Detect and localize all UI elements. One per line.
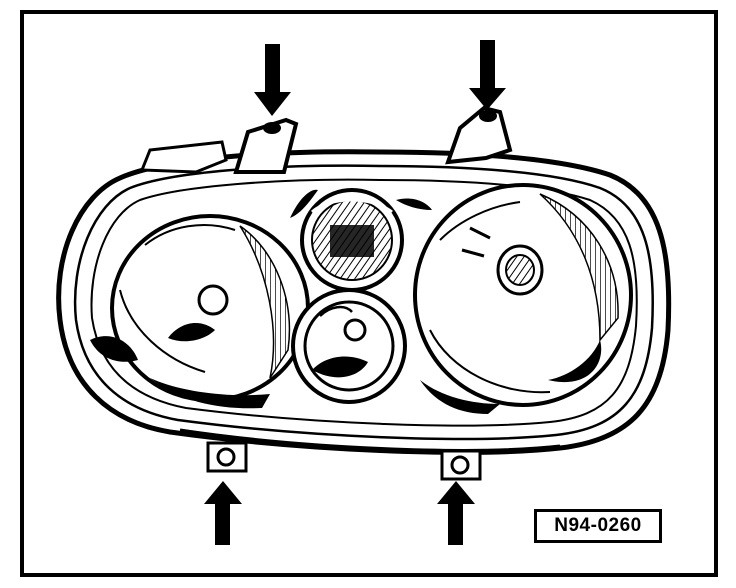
lower-right-mount <box>440 449 482 481</box>
headlight-housing <box>56 149 672 455</box>
figure-reference-label: N94-0260 <box>534 509 662 543</box>
arrow-down-icon <box>254 44 291 116</box>
arrow-up-icon <box>437 481 475 545</box>
upper-left-bracket <box>139 117 299 174</box>
right-lamp <box>413 183 633 407</box>
lower-left-mount <box>206 441 248 473</box>
upper-right-bracket <box>445 105 513 165</box>
top-center-lamp <box>300 188 404 292</box>
arrow-up-icon <box>204 481 242 545</box>
left-lamp <box>90 214 310 402</box>
frame-border <box>20 10 718 577</box>
arrow-down-icon <box>469 40 506 110</box>
bottom-center-lamp <box>291 288 407 404</box>
reflector-details <box>150 189 500 414</box>
